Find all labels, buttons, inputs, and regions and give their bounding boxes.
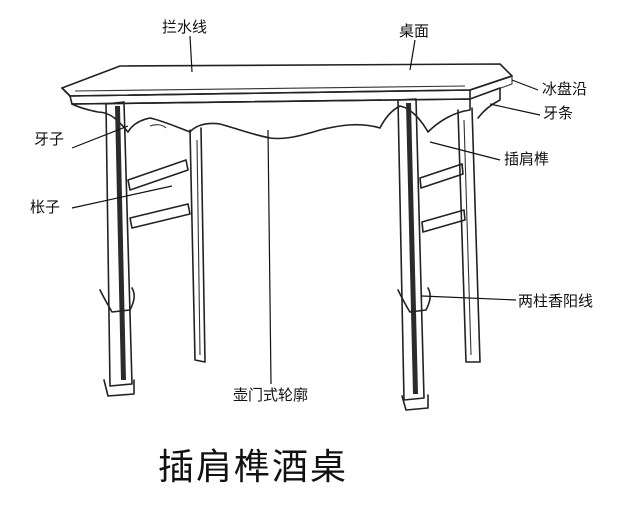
leader-lines <box>71 35 541 385</box>
label-liangzhu-xiangyangxian: 两柱香阳线 <box>518 292 594 310</box>
label-lanshuixian: 拦水线 <box>162 18 208 36</box>
leader-bingpanyan <box>511 79 539 91</box>
leader-lanshuixian <box>189 35 193 73</box>
label-chajian-sun: 插肩榫 <box>504 150 550 168</box>
leader-liangzhu <box>421 295 517 301</box>
label-zhuomian: 桌面 <box>399 22 430 40</box>
label-zhangzi: 枨子 <box>30 198 61 216</box>
back-legs <box>189 87 501 363</box>
diagram-caption: 插肩榫酒桌 <box>158 447 349 488</box>
leader-chajian <box>429 141 501 161</box>
label-humen-lunkuo: 壶门式轮廓 <box>233 386 309 404</box>
label-bingpanyan: 冰盘沿 <box>542 80 588 98</box>
table-top <box>61 63 513 105</box>
front-legs <box>99 98 431 411</box>
leader-zhuomian <box>409 39 416 71</box>
leader-zhangzi <box>71 185 173 209</box>
leader-humen <box>267 129 272 385</box>
side-stretchers <box>127 159 466 233</box>
label-yatiao: 牙条 <box>543 104 574 122</box>
label-yazi: 牙子 <box>34 130 65 148</box>
leader-yatiao <box>489 103 541 116</box>
leader-yazi <box>71 125 129 149</box>
